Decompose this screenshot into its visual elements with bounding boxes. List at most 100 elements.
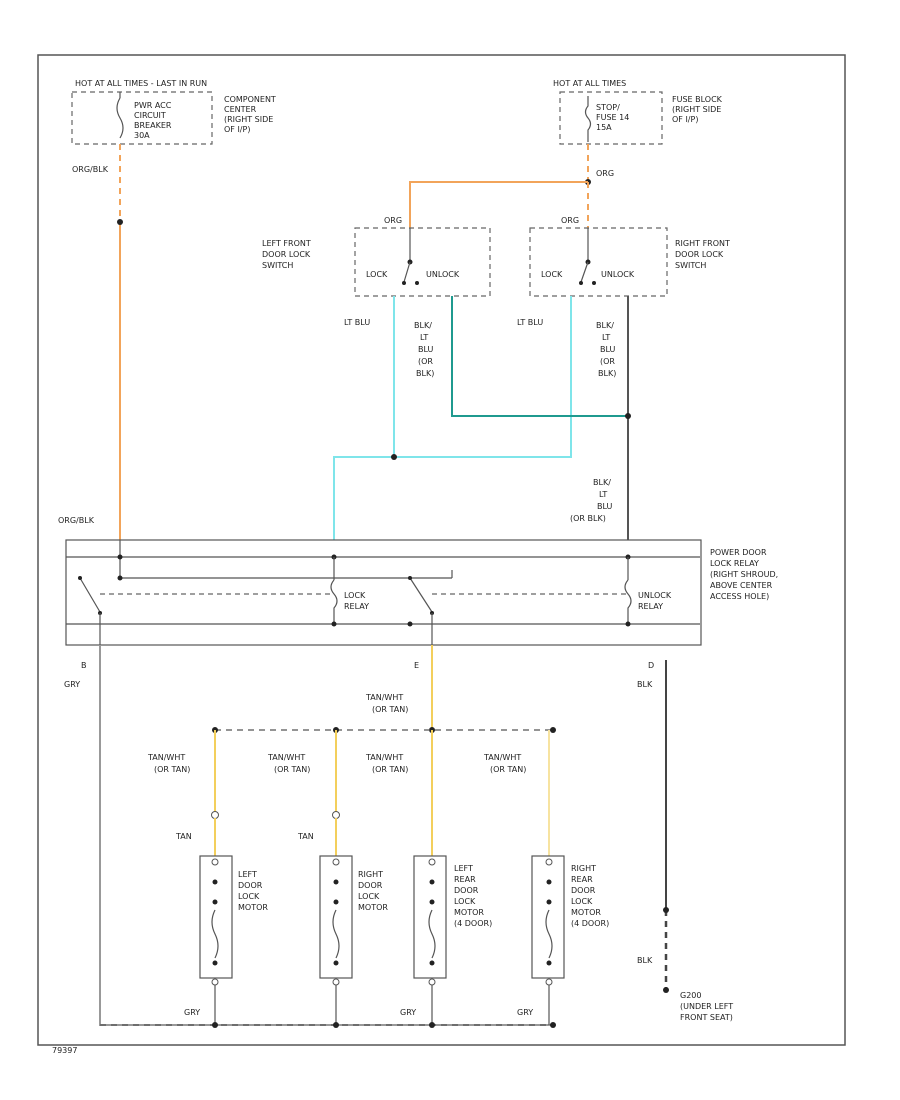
motor-3-box bbox=[413, 855, 447, 979]
left-switch-lock: LOCK bbox=[366, 270, 388, 279]
motor-1-name-1: LEFT bbox=[238, 870, 257, 879]
unlock-relay-coil bbox=[624, 579, 632, 624]
pin-e: E bbox=[414, 661, 419, 670]
left-switch-unlock-wire-4: (OR bbox=[418, 357, 433, 366]
ground-wire-label: BLK bbox=[637, 956, 653, 965]
relay-unlock-in-1: BLK/ bbox=[593, 478, 611, 487]
lock-signal-wires bbox=[333, 296, 572, 540]
breaker-label-3: BREAKER bbox=[134, 121, 172, 130]
ground-name-1: G200 bbox=[680, 991, 701, 1000]
breaker-label-4: 30A bbox=[134, 131, 150, 140]
motor-1-name-2: DOOR bbox=[238, 881, 263, 890]
fuse-location-2: (RIGHT SIDE bbox=[672, 105, 721, 114]
breaker-label-1: PWR ACC bbox=[134, 101, 172, 110]
power-door-lock-relay: POWER DOOR LOCK RELAY (RIGHT SHROUD, ABO… bbox=[65, 539, 778, 646]
motor-3-name-3: DOOR bbox=[454, 886, 479, 895]
relay-output-wires: B GRY E TAN/WHT (OR TAN) D BLK BLK G200 … bbox=[64, 645, 733, 1026]
diagram-frame bbox=[37, 54, 846, 1046]
left-switch-wire-top: ORG bbox=[384, 216, 402, 225]
motor-left-rear-door: TAN/WHT (OR TAN) LEFT REAR DOOR LOCK MOT… bbox=[365, 730, 492, 1028]
motor-3-wire-1: TAN/WHT bbox=[365, 753, 403, 762]
left-switch-name-3: SWITCH bbox=[262, 261, 293, 270]
unlock-relay-label-1: UNLOCK bbox=[638, 591, 672, 600]
hot-run-header: HOT AT ALL TIMES - LAST IN RUN bbox=[75, 79, 207, 88]
fuse-block: HOT AT ALL TIMES STOP/ FUSE 14 15A FUSE … bbox=[553, 79, 723, 178]
breaker-label-2: CIRCUIT bbox=[134, 111, 166, 120]
relay-box bbox=[65, 539, 702, 646]
fuse-label-2: FUSE 14 bbox=[596, 113, 629, 122]
pin-b: B bbox=[81, 661, 87, 670]
gry-label-1: GRY bbox=[184, 1008, 200, 1017]
relay-name-4: ABOVE CENTER bbox=[710, 581, 773, 590]
right-front-door-lock-switch: ORG RIGHT FRONT DOOR LOCK SWITCH LOCK UN… bbox=[517, 216, 730, 378]
left-switch-unlock-wire-2: LT bbox=[420, 333, 428, 342]
motor-1-wire-1: TAN/WHT bbox=[147, 753, 185, 762]
motor-1-wire-2: (OR TAN) bbox=[154, 765, 190, 774]
motor-right-rear-door: TAN/WHT (OR TAN) RIGHT REAR DOOR LOCK MO… bbox=[483, 730, 609, 1028]
right-switch-name-3: SWITCH bbox=[675, 261, 706, 270]
fuse-element bbox=[584, 96, 592, 142]
gry-label-3: GRY bbox=[517, 1008, 533, 1017]
left-switch-unlock: UNLOCK bbox=[426, 270, 460, 279]
fuse-label-1: STOP/ bbox=[596, 103, 620, 112]
motor-2-name-2: DOOR bbox=[358, 881, 383, 890]
relay-unlock-in-2: LT bbox=[599, 490, 607, 499]
motor-2-name-3: LOCK bbox=[358, 892, 380, 901]
relay-name-3: (RIGHT SHROUD, bbox=[710, 570, 778, 579]
gry-label-2: GRY bbox=[400, 1008, 416, 1017]
motor-4-name-4: LOCK bbox=[571, 897, 593, 906]
motor-right-door: TAN/WHT (OR TAN) TAN RIGHT DOOR LOCK MOT… bbox=[267, 730, 388, 1028]
relay-input-wire-label: ORG/BLK bbox=[58, 516, 95, 525]
right-switch-name-2: DOOR LOCK bbox=[675, 250, 724, 259]
motor-1-box bbox=[199, 855, 233, 979]
lock-relay-label-2: RELAY bbox=[344, 602, 369, 611]
right-switch-wire-lock: LT BLU bbox=[517, 318, 543, 327]
right-switch-unlock-wire-3: BLU bbox=[600, 345, 616, 354]
right-switch-unlock-wire-5: BLK) bbox=[598, 369, 616, 378]
motor-1-name-3: LOCK bbox=[238, 892, 260, 901]
fuse-box bbox=[559, 91, 663, 145]
breaker-location-2: CENTER bbox=[224, 105, 257, 114]
right-switch-unlock: UNLOCK bbox=[601, 270, 635, 279]
motor-4-name-6: (4 DOOR) bbox=[571, 919, 609, 928]
fuse-wire-label: ORG bbox=[596, 169, 614, 178]
motor-left-door: TAN/WHT (OR TAN) TAN LEFT DOOR LOCK MOTO… bbox=[147, 730, 268, 1028]
right-switch-box bbox=[529, 227, 668, 297]
breaker-box bbox=[71, 91, 213, 145]
breaker-location-4: OF I/P) bbox=[224, 125, 250, 134]
left-switch-name-1: LEFT FRONT bbox=[262, 239, 311, 248]
relay-name-2: LOCK RELAY bbox=[710, 559, 759, 568]
motor-3-name-1: LEFT bbox=[454, 864, 473, 873]
motor-2-name-4: MOTOR bbox=[358, 903, 388, 912]
left-switch-unlock-wire-5: BLK) bbox=[416, 369, 434, 378]
motor-1-name-4: MOTOR bbox=[238, 903, 268, 912]
motor-3-name-2: REAR bbox=[454, 875, 476, 884]
power-feed-wires: ORG/BLK bbox=[58, 144, 591, 540]
motor-3-name-4: LOCK bbox=[454, 897, 476, 906]
pin-e-wire-2: (OR TAN) bbox=[372, 705, 408, 714]
motor-4-wire-1: TAN/WHT bbox=[483, 753, 521, 762]
breaker-wire-label: ORG/BLK bbox=[72, 165, 109, 174]
fuse-orange-wire-left bbox=[409, 181, 588, 228]
ground-name-2: (UNDER LEFT bbox=[680, 1002, 733, 1011]
breaker-location-3: (RIGHT SIDE bbox=[224, 115, 273, 124]
relay-unlock-in-4: (OR BLK) bbox=[570, 514, 606, 523]
pin-b-wire: GRY bbox=[64, 680, 80, 689]
relay-name-5: ACCESS HOLE) bbox=[710, 592, 769, 601]
motor-2-wire-1: TAN/WHT bbox=[267, 753, 305, 762]
motor-3-name-5: MOTOR bbox=[454, 908, 484, 917]
motor-4-name-5: MOTOR bbox=[571, 908, 601, 917]
pin-e-wire-1: TAN/WHT bbox=[365, 693, 403, 702]
motor-2-name-1: RIGHT bbox=[358, 870, 383, 879]
right-switch-unlock-wire-4: (OR bbox=[600, 357, 615, 366]
left-switch-wire-lock: LT BLU bbox=[344, 318, 370, 327]
hot-all-times-header: HOT AT ALL TIMES bbox=[553, 79, 626, 88]
motor-4-box bbox=[531, 855, 565, 979]
left-front-door-lock-switch: ORG LEFT FRONT DOOR LOCK SWITCH LOCK UNL… bbox=[262, 216, 491, 378]
right-switch-name-1: RIGHT FRONT bbox=[675, 239, 730, 248]
motor-4-name-1: RIGHT bbox=[571, 864, 596, 873]
motor-2-lead: TAN bbox=[297, 832, 314, 841]
relay-name-1: POWER DOOR bbox=[710, 548, 767, 557]
corner-code: 79397 bbox=[52, 1046, 77, 1055]
breaker-location-1: COMPONENT bbox=[224, 95, 276, 104]
